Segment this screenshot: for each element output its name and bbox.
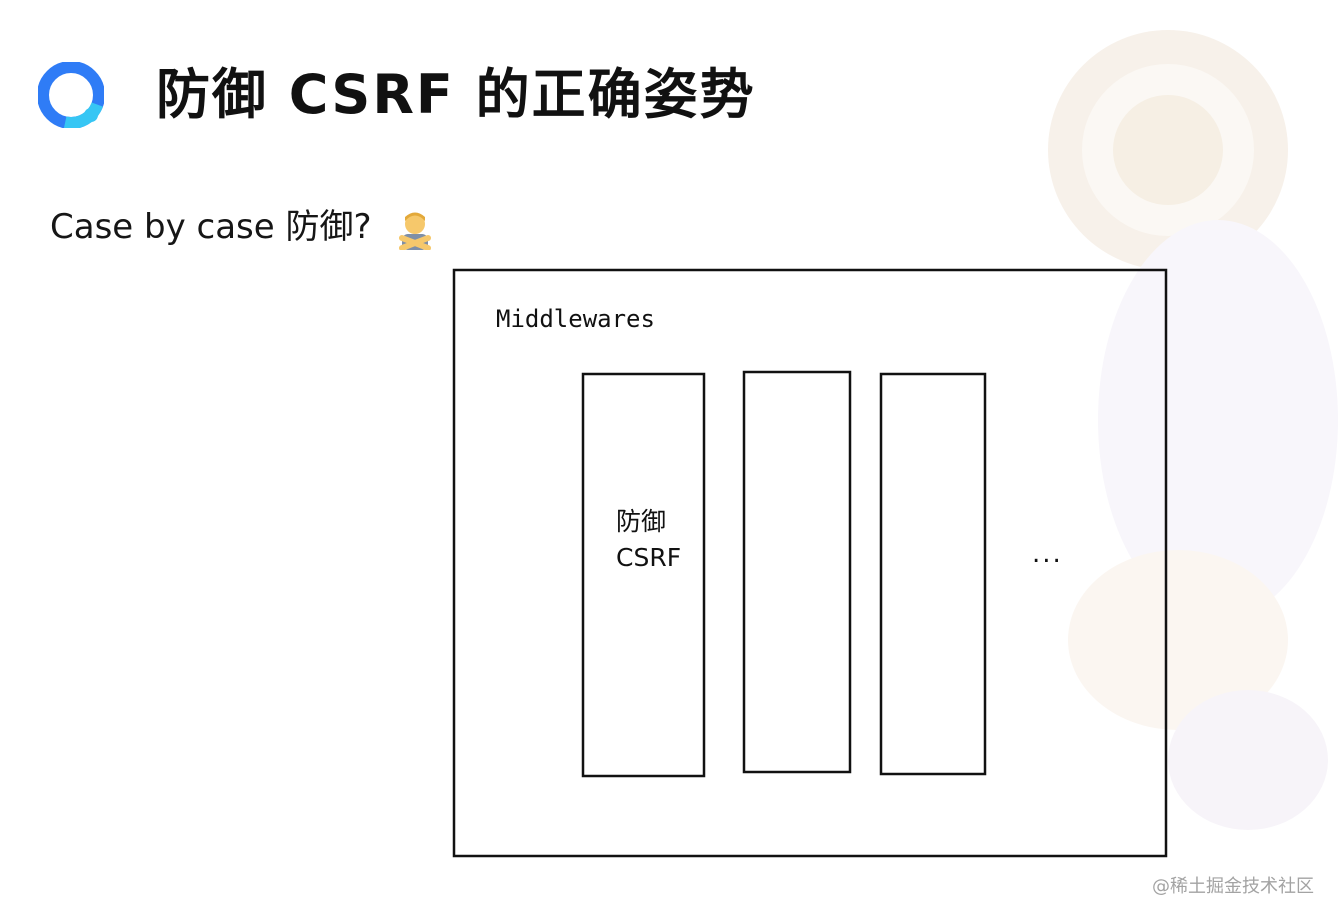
middlewares-label: Middlewares bbox=[496, 305, 655, 333]
person-gesturing-no-icon bbox=[396, 208, 434, 251]
more-middlewares-ellipsis: ... bbox=[1032, 539, 1063, 569]
subtitle-text: Case by case 防御? bbox=[50, 207, 372, 247]
middleware-diagram: Middlewares 防御 CSRF ... bbox=[452, 268, 1168, 858]
middleware-column-3 bbox=[879, 372, 987, 776]
slide-subtitle: Case by case 防御? bbox=[50, 202, 434, 252]
q-logo-icon bbox=[37, 61, 105, 129]
column-csrf-line1: 防御 bbox=[616, 507, 666, 536]
juejin-watermark: @稀土掘金技术社区 bbox=[1152, 876, 1314, 897]
middlewares-container bbox=[452, 268, 1168, 858]
slide-title: 防御 CSRF 的正确姿势 bbox=[156, 63, 756, 126]
middleware-column-2 bbox=[742, 370, 852, 774]
column-csrf-line2: CSRF bbox=[616, 543, 681, 572]
middleware-column-csrf bbox=[581, 372, 706, 778]
